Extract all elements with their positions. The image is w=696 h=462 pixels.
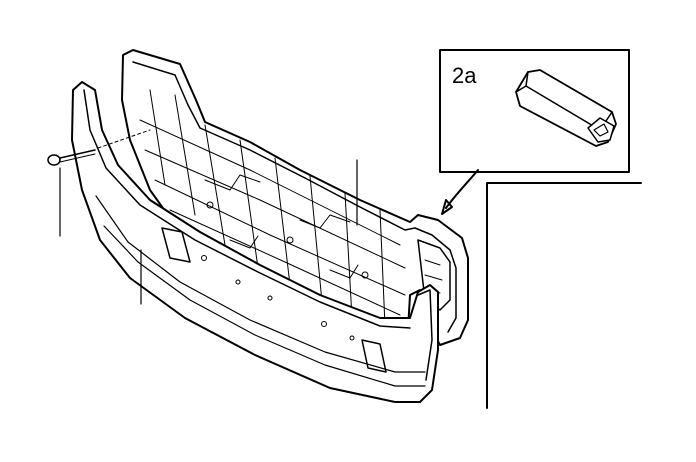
- bumper-cover: [71, 81, 439, 403]
- frame-bracket: [486, 182, 642, 409]
- fastener-screw: [47, 129, 151, 166]
- tow-cover-right: [361, 339, 387, 373]
- callout-box: 2a: [439, 49, 630, 215]
- callout-label: 2a: [452, 63, 477, 88]
- callout-arrow: [445, 169, 479, 209]
- clip-part-icon: [515, 69, 617, 147]
- frame-ribs: [139, 89, 406, 327]
- tow-cover-left: [161, 227, 191, 263]
- bumper-inner-frame: [121, 49, 469, 346]
